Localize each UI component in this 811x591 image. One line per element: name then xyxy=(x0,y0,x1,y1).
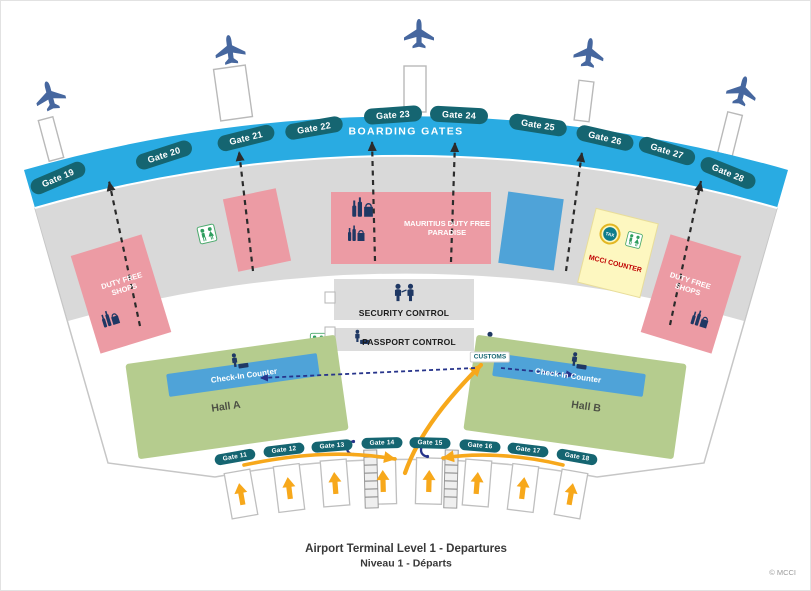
passenger-flow-arrow xyxy=(402,362,484,476)
zone-shop-blue xyxy=(498,191,564,271)
security-control-label: SECURITY CONTROL xyxy=(358,307,450,318)
gate-direction-arrow xyxy=(367,140,377,262)
restroom-icon xyxy=(624,230,644,250)
zone-duty-free-right xyxy=(640,234,742,354)
airplane-icon xyxy=(404,19,434,49)
band-separator xyxy=(34,154,778,209)
zone-mcci-counter xyxy=(577,207,659,299)
stairs-icon xyxy=(443,449,459,509)
airplane-icon xyxy=(31,77,69,114)
credit-label: © MCCI xyxy=(769,568,796,577)
svg-text:TAX: TAX xyxy=(605,231,616,238)
passenger-flow-arrows xyxy=(242,362,565,476)
customs-label: CUSTOMS xyxy=(469,351,511,363)
terminal-title-fr: Niveau 1 - Départs xyxy=(360,557,452,570)
passport-control-label: PASSPORT CONTROL xyxy=(362,336,456,347)
stairs-icons xyxy=(363,449,459,509)
gate-pill-24: Gate 24 xyxy=(429,105,489,125)
security-divider xyxy=(334,320,474,328)
stairs-icon xyxy=(363,449,379,509)
airplane-icon xyxy=(213,33,247,66)
gate-direction-arrow xyxy=(564,151,586,272)
tax-refund-icon: TAX xyxy=(599,223,621,245)
zone-duty-free-left xyxy=(70,234,172,354)
gate-pill-14: Gate 14 xyxy=(361,436,403,450)
airplane-icon xyxy=(572,36,606,69)
checkin-direction-arrow xyxy=(259,367,476,382)
airplane-icons xyxy=(31,19,761,114)
zone-mauritius-paradise xyxy=(331,192,491,264)
gate-direction-arrow xyxy=(106,180,142,327)
mauritius-duty-free-label: MAURITIUS DUTY FREE PARADISE xyxy=(403,219,491,237)
checkin-direction-arrow xyxy=(500,367,575,379)
checkin-banner-a xyxy=(166,353,320,397)
gate-pill-15: Gate 15 xyxy=(409,436,451,450)
security-door xyxy=(324,291,336,304)
checkin-direction-arrows xyxy=(259,367,575,382)
restroom-icon xyxy=(196,223,218,245)
building-outline xyxy=(34,207,778,478)
boarding-gates-label: BOARDING GATES xyxy=(348,125,464,138)
gate-direction-arrow xyxy=(449,141,460,263)
security-check-icon xyxy=(394,283,414,302)
zone-shop-2 xyxy=(222,188,292,272)
passenger-flow-arrow xyxy=(441,450,565,467)
passenger-flow-arrow xyxy=(242,451,397,467)
gate-direction-arrow xyxy=(235,150,255,272)
gate-direction-arrows xyxy=(106,140,704,327)
terminal-title-en: Airport Terminal Level 1 - Departures xyxy=(305,543,507,556)
airplane-icon xyxy=(724,72,761,109)
